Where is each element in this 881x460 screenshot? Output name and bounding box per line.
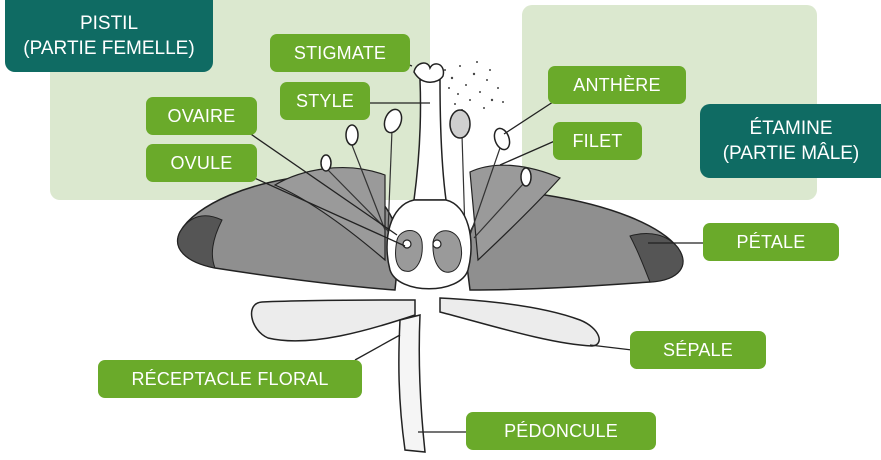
label-receptacle-floral: RÉCEPTACLE FLORAL (98, 360, 362, 398)
pistil-title-box: PISTIL (PARTIE FEMELLE) (5, 0, 213, 72)
sepal-left (252, 300, 415, 341)
label-sepale: SÉPALE (630, 331, 766, 369)
etamine-title-line2: (PARTIE MÂLE) (723, 141, 860, 166)
ovule-left (403, 240, 411, 248)
etamine-title-box: ÉTAMINE (PARTIE MÂLE) (700, 104, 881, 178)
label-stigmate: STIGMATE (270, 34, 410, 72)
style (414, 80, 446, 200)
label-style: STYLE (280, 82, 370, 120)
pollen-dots (444, 61, 504, 111)
pistil-title-line2: (PARTIE FEMELLE) (23, 36, 194, 61)
stigma (414, 63, 443, 82)
sepal-right (440, 298, 599, 346)
label-pedoncule: PÉDONCULE (466, 412, 656, 450)
label-ovule: OVULE (146, 144, 257, 182)
label-filet: FILET (553, 122, 642, 160)
label-ovaire: OVAIRE (146, 97, 257, 135)
label-petale: PÉTALE (703, 223, 839, 261)
etamine-title-line1: ÉTAMINE (749, 116, 832, 141)
ovule-right (433, 240, 441, 248)
label-anthere: ANTHÈRE (548, 66, 686, 104)
pistil-title-line1: PISTIL (80, 11, 138, 36)
